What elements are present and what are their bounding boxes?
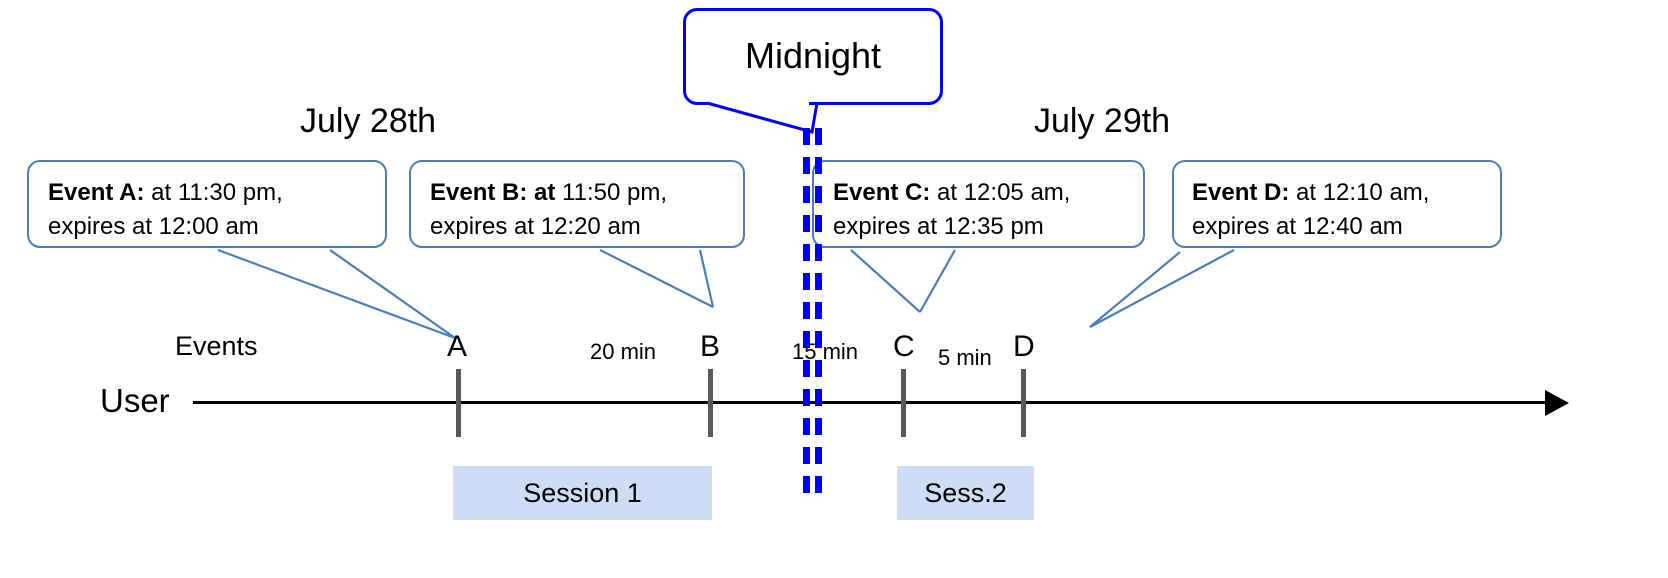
tick-mark-b[interactable]	[708, 369, 713, 437]
event-d-bold-label: Event D:	[1192, 179, 1290, 206]
session-2-box[interactable]: Sess.2	[897, 466, 1034, 520]
event-c-line2: expires at 12:35 pm	[833, 213, 1044, 240]
row-label-events: Events	[175, 331, 258, 361]
gap-label-5-min: 5 min	[938, 345, 992, 370]
event-b-line2: expires at 12:20 am	[430, 213, 641, 240]
event-b-callout-text: Event B: at 11:50 pm, expires at 12:20 a…	[430, 176, 735, 244]
session-2-label: Sess.2	[924, 477, 1007, 508]
event-d-callout-text: Event D: at 12:10 am, expires at 12:40 a…	[1192, 176, 1497, 244]
gap-label-20-min: 20 min	[590, 339, 657, 364]
event-c-bold-label: Event C:	[833, 179, 931, 206]
tick-label-a: A	[447, 330, 468, 363]
tick-label-c: C	[893, 330, 915, 363]
midnight-dashed-line-left	[803, 128, 810, 500]
midnight-callout-box	[683, 8, 943, 105]
midnight-dashed-line-right	[815, 128, 822, 500]
timeline-arrow-icon	[1545, 390, 1569, 416]
row-label-user: User	[100, 382, 170, 419]
tick-label-d: D	[1013, 330, 1035, 363]
tick-label-b: B	[700, 330, 721, 363]
timeline-axis	[193, 401, 1553, 404]
event-d-callout-box[interactable]	[1172, 160, 1502, 248]
event-b-line1-rest: 11:50 pm,	[555, 179, 667, 206]
tick-mark-d[interactable]	[1021, 369, 1026, 437]
event-a-callout-box[interactable]	[27, 160, 387, 248]
day-label-july-28: July 28th	[300, 102, 437, 140]
event-c-callout-box[interactable]	[812, 160, 1145, 248]
event-a-bold-label: Event A:	[48, 179, 145, 206]
midnight-label: Midnight	[744, 35, 882, 76]
day-label-july-29: July 29th	[1034, 102, 1171, 140]
event-c-line1-rest: at 12:05 am,	[930, 179, 1071, 206]
event-c-callout-text: Event C: at 12:05 am, expires at 12:35 p…	[833, 176, 1135, 244]
session-1-box[interactable]: Session 1	[453, 466, 712, 520]
midnight-callout-tail	[706, 100, 819, 134]
event-d-line2: expires at 12:40 am	[1192, 213, 1403, 240]
tick-mark-a[interactable]	[456, 369, 461, 437]
gap-label-15-min: 15 min	[792, 339, 859, 364]
tick-mark-c[interactable]	[901, 369, 906, 437]
event-a-callout-text: Event A: at 11:30 pm, expires at 12:00 a…	[48, 176, 373, 244]
event-d-line1-rest: at 12:10 am,	[1289, 179, 1430, 206]
event-a-line1-rest: at 11:30 pm,	[144, 179, 283, 206]
event-b-bold-label: Event B: at	[430, 179, 556, 206]
event-a-line2: expires at 12:00 am	[48, 213, 259, 240]
session-1-label: Session 1	[523, 477, 642, 508]
event-b-callout-box[interactable]	[409, 160, 745, 248]
